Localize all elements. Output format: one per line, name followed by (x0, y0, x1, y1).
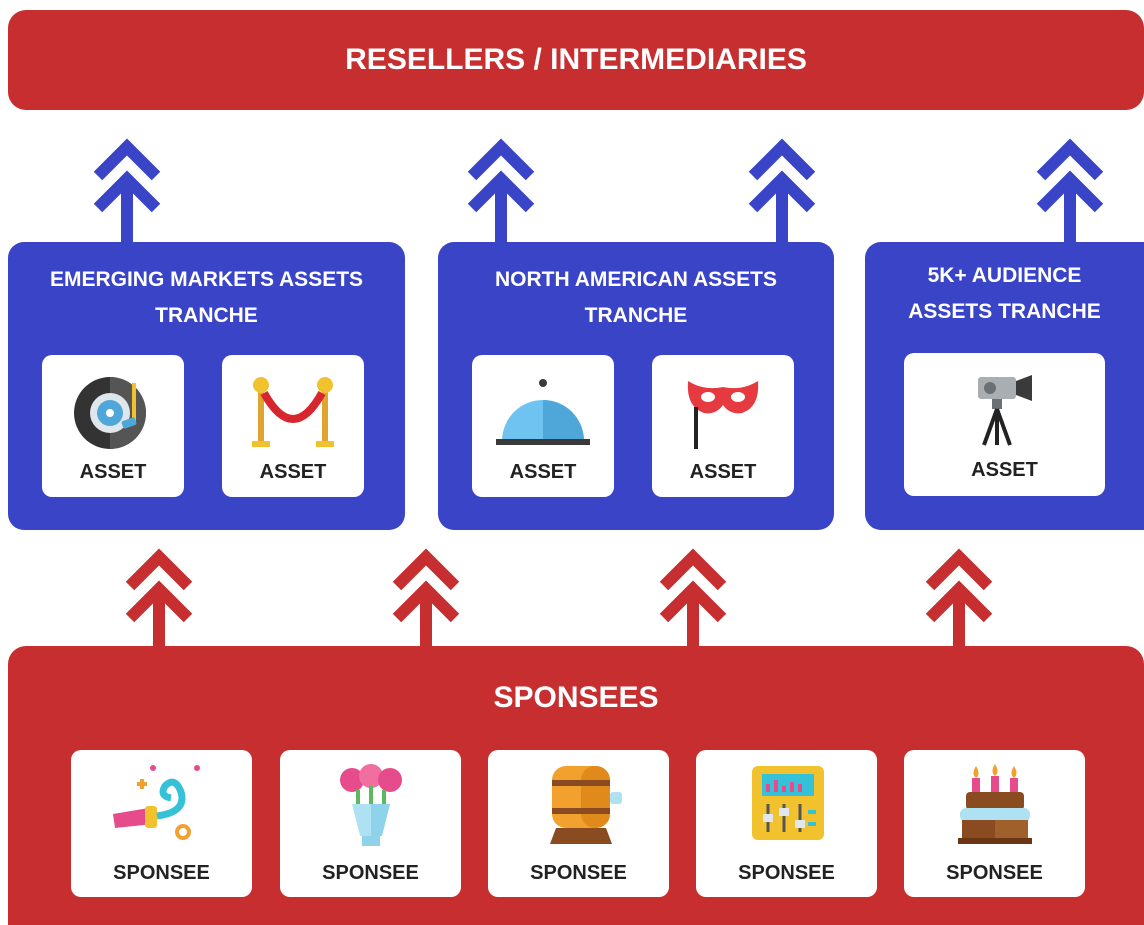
sponsee-card: SPONSEE (280, 750, 461, 897)
vinyl-record-player-icon (74, 377, 146, 449)
asset-label: ASSET (971, 459, 1038, 481)
sponsee-label: SPONSEE (946, 862, 1043, 884)
audience-5k-tranche: 5K+ AUDIENCE ASSETS TRANCHE ASSET (865, 242, 1144, 530)
velvet-rope-stanchion-icon (252, 377, 334, 447)
flower-bouquet-icon (340, 764, 402, 846)
mixing-console-icon (752, 766, 824, 840)
up-arrow-icon-5 (125, 548, 193, 650)
up-arrow-icon-2 (467, 138, 535, 246)
tranche-title: NORTH AMERICAN ASSETS TRANCHE (495, 268, 777, 327)
up-arrow-icon-1 (93, 138, 161, 246)
sponsee-label: SPONSEE (530, 862, 627, 884)
sponsee-label: SPONSEE (738, 862, 835, 884)
asset-card: ASSET (222, 355, 364, 497)
up-arrow-icon-6 (392, 548, 460, 650)
sponsee-card: SPONSEE (696, 750, 877, 897)
tranche-title: EMERGING MARKETS ASSETS TRANCHE (49, 268, 364, 327)
sponsees-bar: SPONSEES SPONSEE SPONSEE (8, 646, 1144, 925)
north-american-tranche: NORTH AMERICAN ASSETS TRANCHE ASSET ASSE… (438, 242, 834, 530)
asset-label: ASSET (79, 461, 147, 483)
asset-card: ASSET (904, 353, 1105, 496)
sponsee-label: SPONSEE (113, 862, 210, 884)
masquerade-mask-icon (687, 381, 759, 449)
sponsee-card: SPONSEE (71, 750, 252, 897)
asset-card: ASSET (42, 355, 184, 497)
asset-label: ASSET (689, 461, 757, 483)
tranche-title: 5K+ AUDIENCE ASSETS TRANCHE (908, 264, 1101, 323)
asset-label: ASSET (509, 461, 577, 483)
up-arrow-icon-4 (1036, 138, 1104, 246)
serving-cloche-icon (496, 379, 590, 445)
sponsees-title: SPONSEES (493, 681, 659, 714)
asset-card: ASSET (472, 355, 614, 497)
asset-label: ASSET (259, 461, 327, 483)
party-horn-icon (113, 765, 200, 840)
up-arrow-icon-3 (748, 138, 816, 246)
asset-card: ASSET (652, 355, 794, 497)
resellers-label: RESELLERS / INTERMEDIARIES (345, 43, 807, 76)
sponsee-label: SPONSEE (322, 862, 419, 884)
video-camera-tripod-icon (978, 375, 1032, 446)
resellers-intermediaries-bar: RESELLERS / INTERMEDIARIES (8, 10, 1144, 110)
up-arrow-icon-8 (925, 548, 993, 650)
emerging-markets-tranche: EMERGING MARKETS ASSETS TRANCHE ASSET AS… (8, 242, 405, 530)
sponsee-card: SPONSEE (488, 750, 669, 897)
sponsee-card: SPONSEE (904, 750, 1085, 897)
up-arrow-icon-7 (659, 548, 727, 650)
birthday-cake-icon (958, 764, 1032, 844)
wooden-barrel-icon (550, 766, 622, 844)
